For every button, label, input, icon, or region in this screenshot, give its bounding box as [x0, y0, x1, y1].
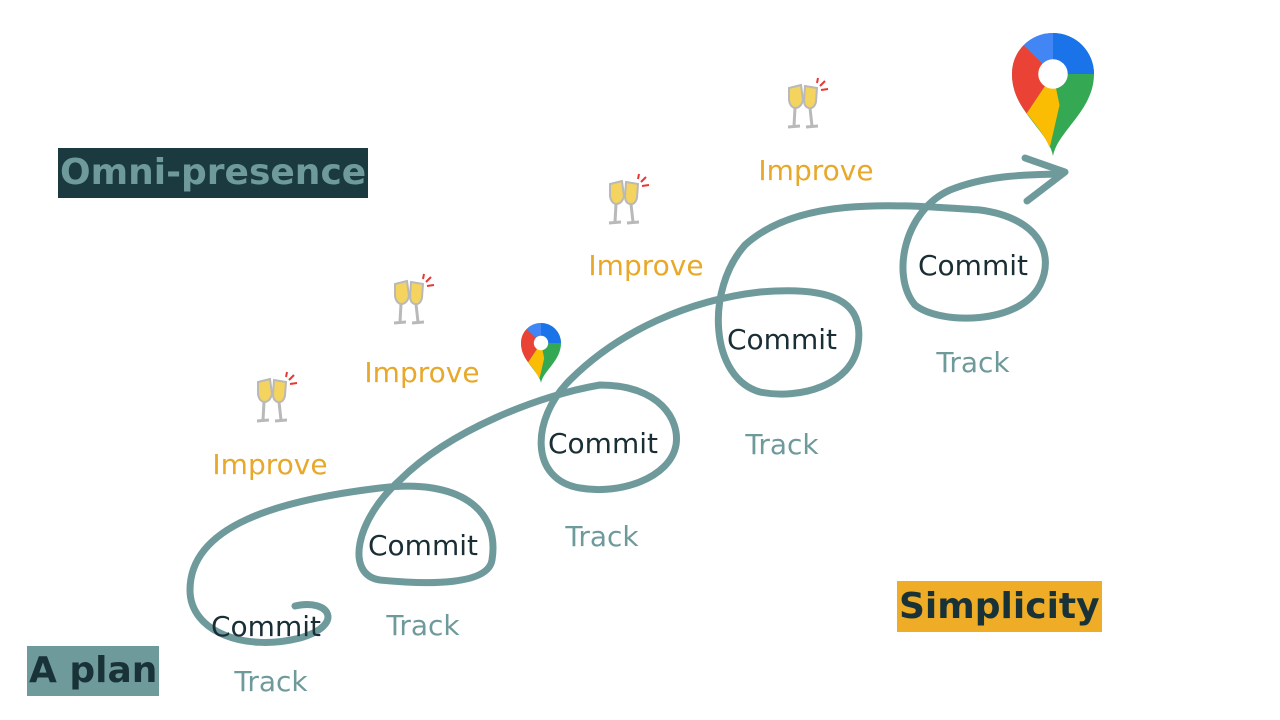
track-label: Track — [385, 609, 460, 642]
a-plan-badge: A plan — [27, 646, 160, 696]
clinking-glasses-icon — [786, 76, 830, 129]
arrowhead — [1021, 154, 1069, 205]
improve-label: Improve — [588, 249, 703, 282]
commit-label: Commit — [368, 529, 478, 562]
clinking-glasses-icon — [255, 370, 299, 423]
clinking-glasses-icon — [607, 172, 651, 225]
map-pin-small-icon — [520, 322, 561, 383]
track-label: Track — [233, 665, 308, 698]
commit-label: Commit — [918, 249, 1028, 282]
progress-path — [186, 170, 1064, 646]
simplicity-badge: Simplicity — [897, 581, 1102, 632]
track-label: Track — [935, 346, 1010, 379]
commit-label: Commit — [727, 323, 837, 356]
clinking-glasses-icon — [392, 272, 436, 325]
omni-presence-badge: Omni-presence — [58, 148, 369, 198]
commit-label: Commit — [548, 427, 658, 460]
track-label: Track — [744, 428, 819, 461]
improve-label: Improve — [364, 356, 479, 389]
track-label: Track — [564, 520, 639, 553]
improve-label: Improve — [212, 448, 327, 481]
improve-label: Improve — [758, 154, 873, 187]
map-pin-large-icon — [1011, 32, 1094, 157]
commit-label: Commit — [211, 610, 321, 643]
